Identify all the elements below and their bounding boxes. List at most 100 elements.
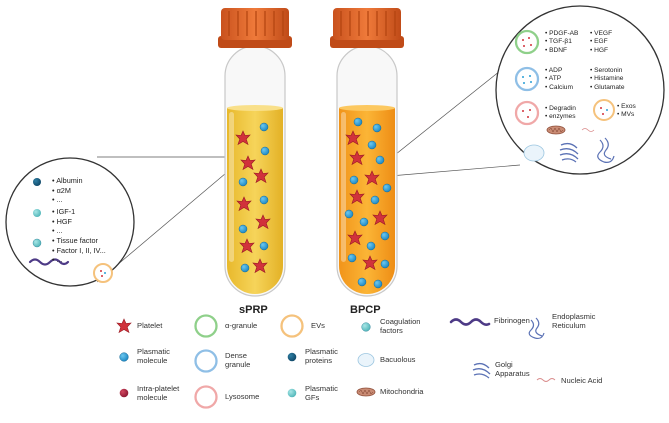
plasmatic-molecule-icon bbox=[260, 146, 270, 156]
bpcp-cap bbox=[330, 8, 404, 48]
list-item: Exos bbox=[617, 103, 636, 111]
list-item: Calcium bbox=[545, 84, 573, 92]
list-item: ... bbox=[52, 226, 75, 236]
lysosome-list: Degradin enzymes bbox=[545, 105, 576, 122]
plasmatic-molecule-icon bbox=[372, 123, 382, 133]
alpha-granule-list-1: PDGF-AB TGF-β1 BDNF bbox=[545, 30, 578, 55]
list-item: Histamine bbox=[590, 75, 625, 83]
plasmatic-molecule-icon bbox=[238, 177, 248, 187]
ev-icon bbox=[93, 263, 113, 283]
plasmatic-molecule-icon bbox=[367, 140, 377, 150]
legend-plasmatic-gfs-icon bbox=[287, 388, 297, 398]
bacuolous-icon bbox=[523, 144, 545, 162]
plasmatic-molecule-icon bbox=[347, 253, 357, 263]
plasmatic-molecule-icon bbox=[366, 241, 376, 251]
alpha-granule-icon bbox=[514, 29, 540, 55]
legend-plasmatic-proteins-icon bbox=[287, 352, 297, 362]
list-item: Glutamate bbox=[590, 84, 624, 92]
evs-list: Exos MVs bbox=[617, 103, 636, 120]
sprp-list-proteins: Albumin α2M ... bbox=[52, 176, 83, 205]
list-item: Serotonin bbox=[590, 67, 625, 75]
list-item: BDNF bbox=[545, 47, 578, 55]
list-item: VEGF bbox=[590, 30, 612, 38]
plasmatic-molecule-icon bbox=[353, 117, 363, 127]
list-item: Tissue factor bbox=[52, 236, 106, 246]
legend-intra-platelet-icon bbox=[119, 388, 129, 398]
plasmatic-molecule-icon bbox=[344, 209, 354, 219]
plasmatic-molecule-icon bbox=[238, 224, 248, 234]
plasmatic-molecule-icon bbox=[380, 259, 390, 269]
legend-mitochondria-icon bbox=[356, 387, 376, 397]
legend-mitochondria-label: Mitochondria bbox=[380, 387, 424, 396]
list-item: ... bbox=[52, 195, 83, 205]
dense-granule-list-2: Serotonin Histamine Glutamate bbox=[590, 67, 625, 92]
nucleic-acid-icon bbox=[581, 128, 595, 132]
legend-evs-icon bbox=[280, 314, 304, 338]
plasmatic-molecule-icon bbox=[259, 241, 269, 251]
plasmatic-molecule-icon bbox=[259, 195, 269, 205]
sprp-tube bbox=[224, 45, 286, 297]
plasmatic-molecule-icon bbox=[370, 195, 380, 205]
list-item: ATP bbox=[545, 75, 573, 83]
list-item: Factor I, II, IV... bbox=[52, 246, 106, 256]
list-item: Degradin bbox=[545, 105, 576, 113]
plasmatic-molecule-icon bbox=[375, 155, 385, 165]
legend-bacuolous-label: Bacuolous bbox=[380, 355, 416, 364]
legend-platelet-label: Platelet bbox=[137, 321, 163, 330]
golgi-icon bbox=[559, 142, 579, 163]
plasmatic-gf-icon bbox=[33, 209, 41, 217]
plasmatic-molecule-icon bbox=[359, 217, 369, 227]
list-item: α2M bbox=[52, 186, 83, 196]
legend-alpha-granule-label: α-granule bbox=[225, 321, 258, 330]
list-item: HGF bbox=[52, 217, 75, 227]
plasmatic-molecule-icon bbox=[380, 231, 390, 241]
dense-granule-icon bbox=[514, 66, 540, 92]
legend-golgi-icon bbox=[472, 362, 491, 379]
list-item: HGF bbox=[590, 47, 612, 55]
zoom-connector-left bbox=[96, 156, 246, 283]
plasmatic-protein-icon bbox=[33, 178, 41, 186]
list-item: Albumin bbox=[52, 176, 82, 186]
list-item: IGF-1 bbox=[52, 207, 76, 217]
list-item: EGF bbox=[590, 38, 612, 46]
legend-plasmatic-molecule-icon bbox=[119, 352, 129, 362]
legend-icons bbox=[116, 314, 556, 409]
ev-icon bbox=[593, 99, 615, 121]
legend-bacuolous-icon bbox=[357, 353, 375, 367]
list-item: enzymes bbox=[545, 113, 576, 121]
legend-alpha-granule-icon bbox=[194, 314, 218, 338]
sprp-cap bbox=[218, 8, 292, 48]
legend-platelet-icon bbox=[116, 318, 132, 333]
plasmatic-molecule-icon bbox=[373, 279, 383, 289]
legend-lysosome-icon bbox=[194, 385, 218, 409]
legend-fibrinogen-icon bbox=[449, 318, 491, 326]
bpcp-tube bbox=[336, 45, 398, 297]
list-item: PDGF-AB bbox=[545, 30, 578, 38]
plasmatic-molecule-icon bbox=[240, 263, 250, 273]
sprp-list-coagulation: Tissue factor Factor I, II, IV... ... bbox=[52, 236, 106, 265]
list-item: MVs bbox=[617, 111, 636, 119]
bpcp-title: BPCP bbox=[350, 304, 381, 316]
list-item: ADP bbox=[545, 67, 573, 75]
legend-nucleic-acid-icon bbox=[536, 378, 556, 382]
plasmatic-molecule-icon bbox=[382, 183, 392, 193]
mitochondria-icon bbox=[546, 125, 566, 135]
lysosome-icon bbox=[514, 100, 540, 126]
legend-er-icon bbox=[528, 317, 545, 340]
legend-nucleic-acid-label: Nucleic Acid bbox=[561, 376, 603, 385]
coagulation-factor-icon bbox=[32, 238, 42, 248]
legend-coagulation-icon bbox=[361, 322, 371, 332]
legend-lysosome-label: Lysosome bbox=[225, 392, 260, 401]
list-item: ... bbox=[52, 255, 106, 265]
legend-fibrinogen-label: Fibrinogen bbox=[494, 316, 530, 325]
bpcp-zoom-circle bbox=[495, 5, 665, 175]
sprp-title: sPRP bbox=[239, 304, 268, 316]
